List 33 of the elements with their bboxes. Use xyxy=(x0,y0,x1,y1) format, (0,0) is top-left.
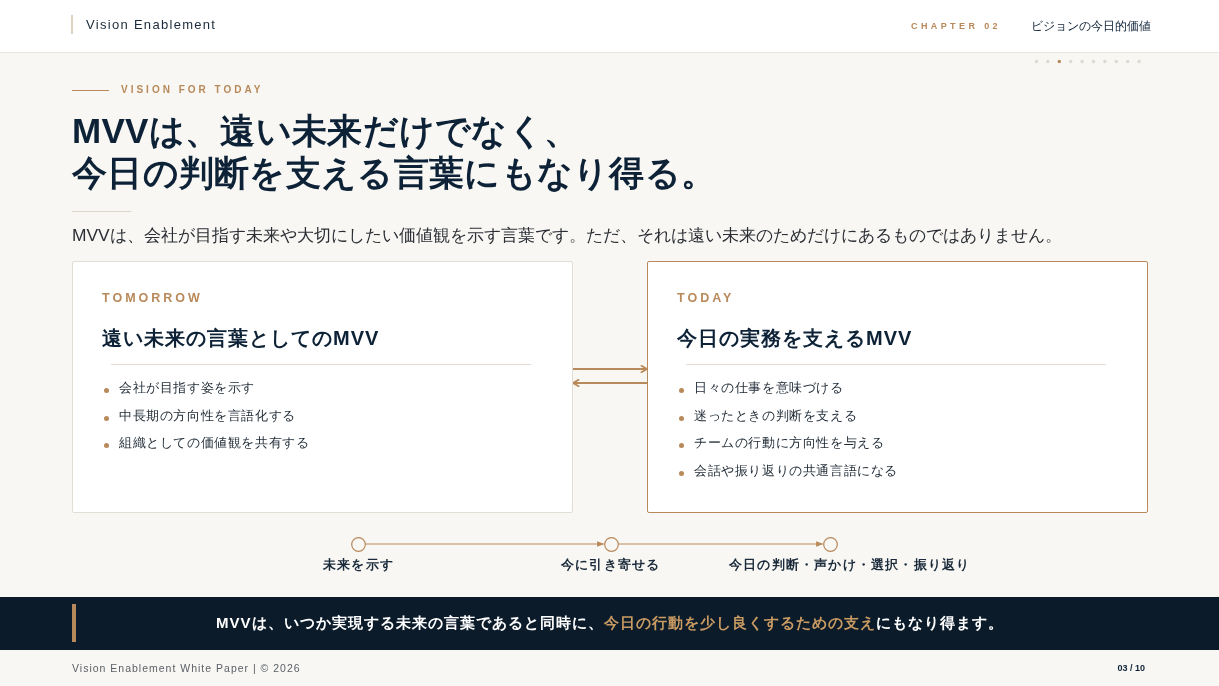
list-item: 会話や振り返りの共通言語になる xyxy=(694,462,898,481)
page-number: 03 / 10 xyxy=(1117,662,1145,674)
band-message: MVVは、いつか実現する未来の言葉であると同時に、今日の行動を少し良くするための支えにもなり得ます。 xyxy=(216,613,1004,633)
list-item: チームの行動に方向性を与える xyxy=(694,434,885,453)
card-eyebrow: TODAY xyxy=(677,290,735,306)
chapter-title: ビジョンの今日的価値 xyxy=(1031,18,1151,34)
milestone-circle xyxy=(350,536,366,552)
list-item: 日々の仕事を意味づける xyxy=(694,379,844,397)
milestone-label: 未来を示す xyxy=(323,556,394,573)
milestone-label: 今日の判断・声かけ・選択・振り返り xyxy=(729,556,971,573)
milestone-circle xyxy=(822,536,838,552)
card-eyebrow: TOMORROW xyxy=(102,290,203,306)
page-title: MVVは、遠い未来だけでなく、今日の判断を支える言葉にもなり得る。 xyxy=(72,110,718,194)
lead-paragraph: MVVは、会社が目指す未来や大切にしたい価値観を示す言葉です。ただ、それは遠い未来のためだけにあるものではありません。 xyxy=(72,224,1062,247)
list-item: 組織としての価値観を共有する xyxy=(119,434,310,453)
arrow xyxy=(618,541,824,547)
header-title: Vision Enablement xyxy=(86,16,217,34)
card-heading: 遠い未来の言葉としてのMVV xyxy=(102,326,380,351)
milestone-circle xyxy=(603,536,619,552)
arrow xyxy=(365,541,605,547)
chapter-label: CHAPTER 02 xyxy=(911,20,1001,32)
footer-text: Vision Enablement White Paper | © 2026 xyxy=(72,661,301,675)
milestone-label: 今に引き寄せる xyxy=(561,556,661,573)
list-item: 会社が目指す姿を示す xyxy=(119,379,255,397)
message-band xyxy=(0,597,1219,650)
arrow xyxy=(573,364,648,374)
list-item: 中長期の方向性を言語化する xyxy=(119,406,296,425)
arrow xyxy=(572,378,647,388)
list-item: 迷ったときの判断を支える xyxy=(694,406,858,425)
comparison-card xyxy=(72,261,573,513)
comparison-card xyxy=(647,261,1148,513)
section-eyebrow: VISION FOR TODAY xyxy=(121,83,264,97)
card-heading: 今日の実務を支えるMVV xyxy=(677,326,913,351)
